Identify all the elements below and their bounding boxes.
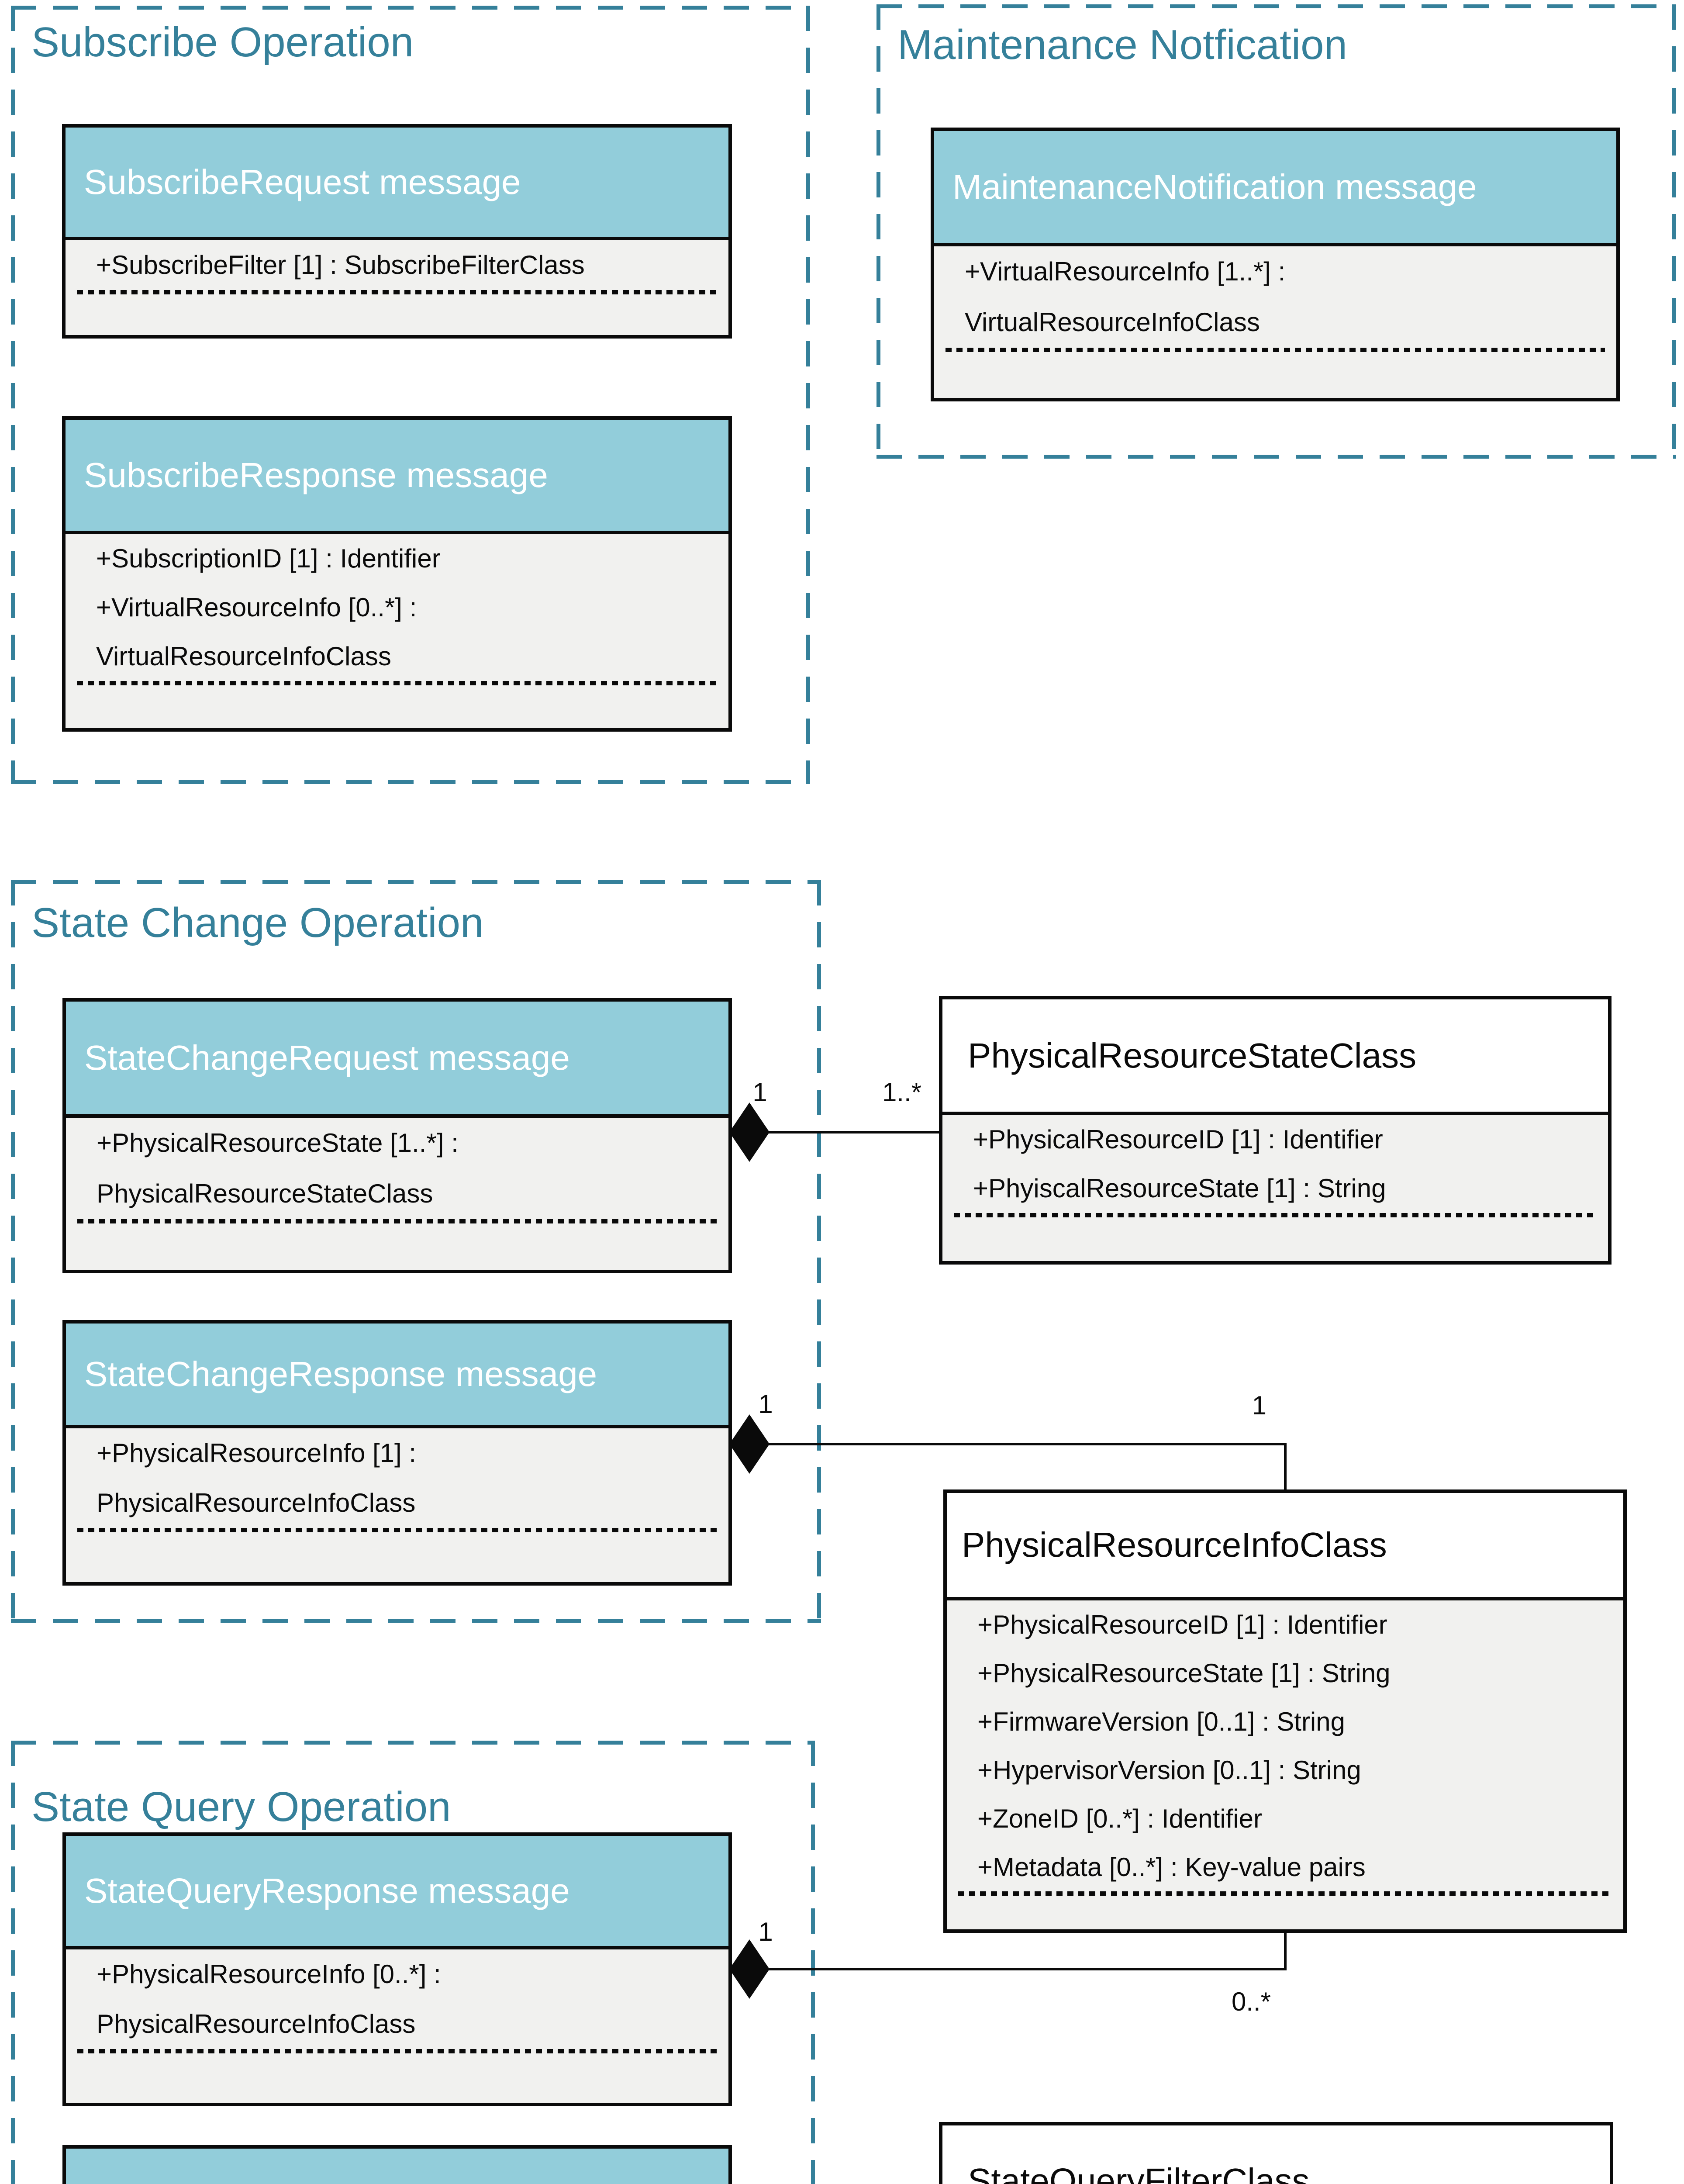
class-attributes: +VirtualResourceInfo [1..*] : VirtualRes…: [934, 246, 1616, 398]
attributes-spacer: [944, 352, 1607, 398]
multiplicity-label: 1: [758, 1389, 773, 1419]
attribute-line: PhysicalResourceInfoClass: [97, 2009, 416, 2039]
attributes-divider: [77, 2049, 717, 2053]
class-header: StateQueryRequest message: [66, 2149, 728, 2184]
multiplicity-label: 1: [752, 1078, 767, 1107]
class-attributes: +PhysicalResourceState [1..*] : Physical…: [66, 1118, 728, 1270]
class-box-state-change-request: StateChangeRequest message +PhysicalReso…: [62, 998, 732, 1273]
attributes-divider: [77, 290, 717, 294]
class-attributes: +SubscribeFilter [1] : SubscribeFilterCl…: [66, 240, 728, 335]
class-title: StateChangeRequest message: [84, 1038, 570, 1077]
attribute-line: PhysicalResourceInfoClass: [97, 1488, 416, 1517]
attribute-line: +FirmwareVersion [0..1] : String: [977, 1707, 1345, 1736]
attributes-spacer: [76, 1223, 719, 1270]
class-header: StateChangeResponse message: [66, 1324, 728, 1428]
attributes-divider: [954, 1213, 1597, 1217]
attribute-line: +SubscribeFilter [1] : SubscribeFilterCl…: [96, 250, 585, 280]
attribute-line: PhysicalResourceStateClass: [97, 1179, 433, 1208]
attributes-divider: [77, 681, 717, 685]
attribute-line: +PhysicalResourceState [1..*] :: [97, 1128, 459, 1158]
class-header: StateQueryFilterClass: [942, 2125, 1610, 2184]
multiplicity-label: 0..*: [1231, 1987, 1271, 2016]
attribute-line: VirtualResourceInfoClass: [96, 642, 391, 671]
class-title: StateQueryResponse message: [84, 1871, 570, 1910]
attribute-line: +PhysicalResourceID [1] : Identifier: [973, 1125, 1383, 1154]
attributes-spacer: [76, 2053, 719, 2103]
composition-diamond-icon: [729, 1939, 770, 1999]
connector-statechangerequest-stateclass: [767, 1131, 941, 1133]
attributes-spacer: [952, 1217, 1598, 1261]
attribute-line: +PhyiscalResourceState [1] : String: [973, 1174, 1386, 1203]
attribute-line: +Metadata [0..*] : Key-value pairs: [977, 1852, 1366, 1882]
class-header: SubscribeResponse message: [66, 420, 728, 534]
composition-diamond-icon: [729, 1102, 770, 1162]
class-box-physical-resource-info-class: PhysicalResourceInfoClass +PhysicalResou…: [943, 1489, 1627, 1933]
class-attributes: +PhysicalResourceInfo [0..*] : PhysicalR…: [66, 1949, 728, 2103]
group-title-subscribe-operation: Subscribe Operation: [31, 19, 414, 66]
class-title: SubscribeRequest message: [84, 162, 521, 201]
class-box-state-query-response: StateQueryResponse message +PhysicalReso…: [62, 1832, 732, 2106]
attributes-spacer: [75, 294, 719, 335]
class-header: StateQueryResponse message: [66, 1836, 728, 1949]
class-header: MaintenanceNotification message: [934, 131, 1616, 246]
class-header: SubscribeRequest message: [66, 128, 728, 240]
class-title: SubscribeResponse message: [84, 456, 548, 494]
group-title-state-change-operation: State Change Operation: [31, 899, 484, 946]
multiplicity-label: 1: [758, 1917, 773, 1946]
attributes-divider: [946, 348, 1605, 352]
connector-statechangeresponse-infoclass-v: [1284, 1443, 1287, 1492]
attribute-line: +SubscriptionID [1] : Identifier: [96, 544, 441, 573]
class-header: PhysicalResourceInfoClass: [947, 1493, 1623, 1600]
class-box-state-query-request: StateQueryRequest message StateQueryFilt…: [62, 2145, 732, 2184]
multiplicity-label: 1: [1252, 1391, 1266, 1420]
class-box-state-change-response: StateChangeResponse message +PhysicalRes…: [62, 1320, 732, 1586]
attribute-line: +PhysicalResourceState [1] : String: [977, 1659, 1391, 1688]
attributes-spacer: [76, 1532, 719, 1582]
class-box-subscribe-request: SubscribeRequest message +SubscribeFilte…: [62, 124, 732, 339]
attributes-divider: [77, 1528, 717, 1532]
class-title: StateChangeResponse message: [84, 1355, 597, 1393]
composition-diamond-icon: [729, 1414, 770, 1474]
attribute-line: +ZoneID [0..*] : Identifier: [977, 1804, 1263, 1833]
class-header: StateChangeRequest message: [66, 1002, 728, 1118]
attributes-spacer: [75, 685, 719, 728]
attribute-line: +HypervisorVersion [0..1] : String: [977, 1755, 1361, 1785]
connector-statequeryresponse-infoclass-v: [1284, 1930, 1287, 1970]
class-title: MaintenanceNotification message: [952, 167, 1477, 206]
attribute-line: +PhysicalResourceInfo [1] :: [97, 1438, 417, 1468]
class-title: PhysicalResourceInfoClass: [962, 1525, 1387, 1564]
class-attributes: +PhysicalResourceID [1] : Identifier +Ph…: [942, 1115, 1608, 1261]
attribute-line: +PhysicalResourceID [1] : Identifier: [977, 1610, 1387, 1639]
group-title-maintenance-notification: Maintenance Notfication: [897, 21, 1347, 68]
class-title: PhysicalResourceStateClass: [968, 1036, 1417, 1075]
multiplicity-label: 1..*: [882, 1078, 921, 1107]
attributes-divider: [77, 1219, 717, 1223]
class-box-physical-resource-state-class: PhysicalResourceStateClass +PhysicalReso…: [939, 996, 1612, 1265]
attribute-line: VirtualResourceInfoClass: [965, 308, 1260, 337]
attribute-line: +VirtualResourceInfo [0..*] :: [96, 593, 417, 622]
class-attributes: +PhysicalResourceID [1] : Identifier +Ph…: [947, 1600, 1623, 1929]
attribute-line: +PhysicalResourceInfo [0..*] :: [97, 1959, 441, 1989]
connector-statechangeresponse-infoclass-h: [767, 1443, 1287, 1445]
attributes-divider: [958, 1891, 1612, 1896]
class-box-subscribe-response: SubscribeResponse message +SubscriptionI…: [62, 416, 732, 732]
class-attributes: +SubscriptionID [1] : Identifier +Virtua…: [66, 534, 728, 728]
class-header: PhysicalResourceStateClass: [942, 999, 1608, 1115]
attributes-spacer: [956, 1896, 1614, 1929]
class-box-state-query-filter-class: StateQueryFilterClass +PhysicalResourceI…: [939, 2122, 1613, 2184]
group-title-state-query-operation: State Query Operation: [31, 1783, 451, 1830]
attribute-line: +VirtualResourceInfo [1..*] :: [965, 257, 1286, 286]
connector-statequeryresponse-infoclass-h: [767, 1968, 1287, 1970]
class-title: StateQueryFilterClass: [968, 2161, 1310, 2184]
class-attributes: +PhysicalResourceInfo [1] : PhysicalReso…: [66, 1428, 728, 1582]
class-box-maintenance-notification: MaintenanceNotification message +Virtual…: [931, 128, 1620, 401]
